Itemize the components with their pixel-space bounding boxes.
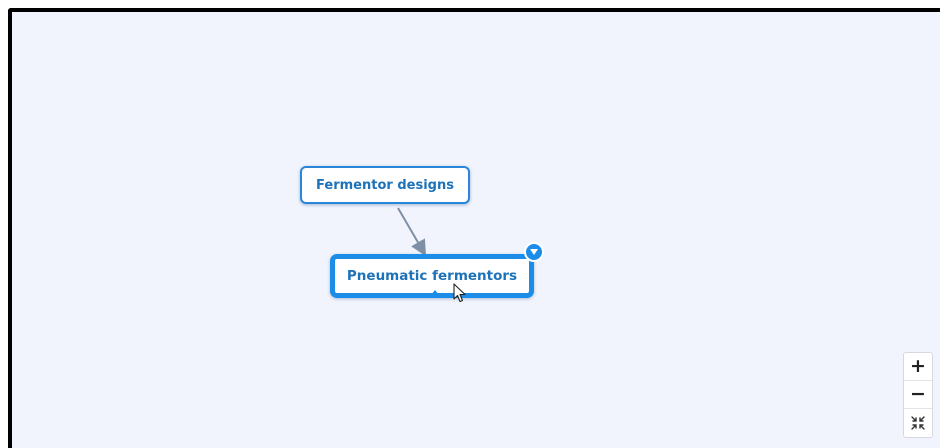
triangle-down-icon bbox=[530, 249, 538, 255]
node-label: Pneumatic fermentors bbox=[346, 268, 518, 284]
minus-icon: − bbox=[910, 383, 926, 405]
node-label: Fermentor designs bbox=[316, 177, 454, 193]
mindmap-canvas[interactable] bbox=[8, 8, 940, 448]
fit-to-screen-button[interactable] bbox=[904, 409, 932, 437]
app-window: Fermentor designs Pneumatic fermentors +… bbox=[8, 8, 940, 448]
compress-arrows-icon bbox=[911, 416, 925, 430]
add-child-notch-icon[interactable] bbox=[431, 290, 439, 295]
zoom-out-button[interactable]: − bbox=[904, 381, 932, 409]
node-fermentor-designs[interactable]: Fermentor designs bbox=[300, 166, 470, 204]
zoom-in-button[interactable]: + bbox=[904, 353, 932, 381]
plus-icon: + bbox=[910, 355, 926, 377]
zoom-controls: + − bbox=[903, 352, 933, 438]
node-pneumatic-fermentors[interactable]: Pneumatic fermentors bbox=[330, 254, 534, 298]
collapse-node-button[interactable] bbox=[524, 242, 544, 262]
